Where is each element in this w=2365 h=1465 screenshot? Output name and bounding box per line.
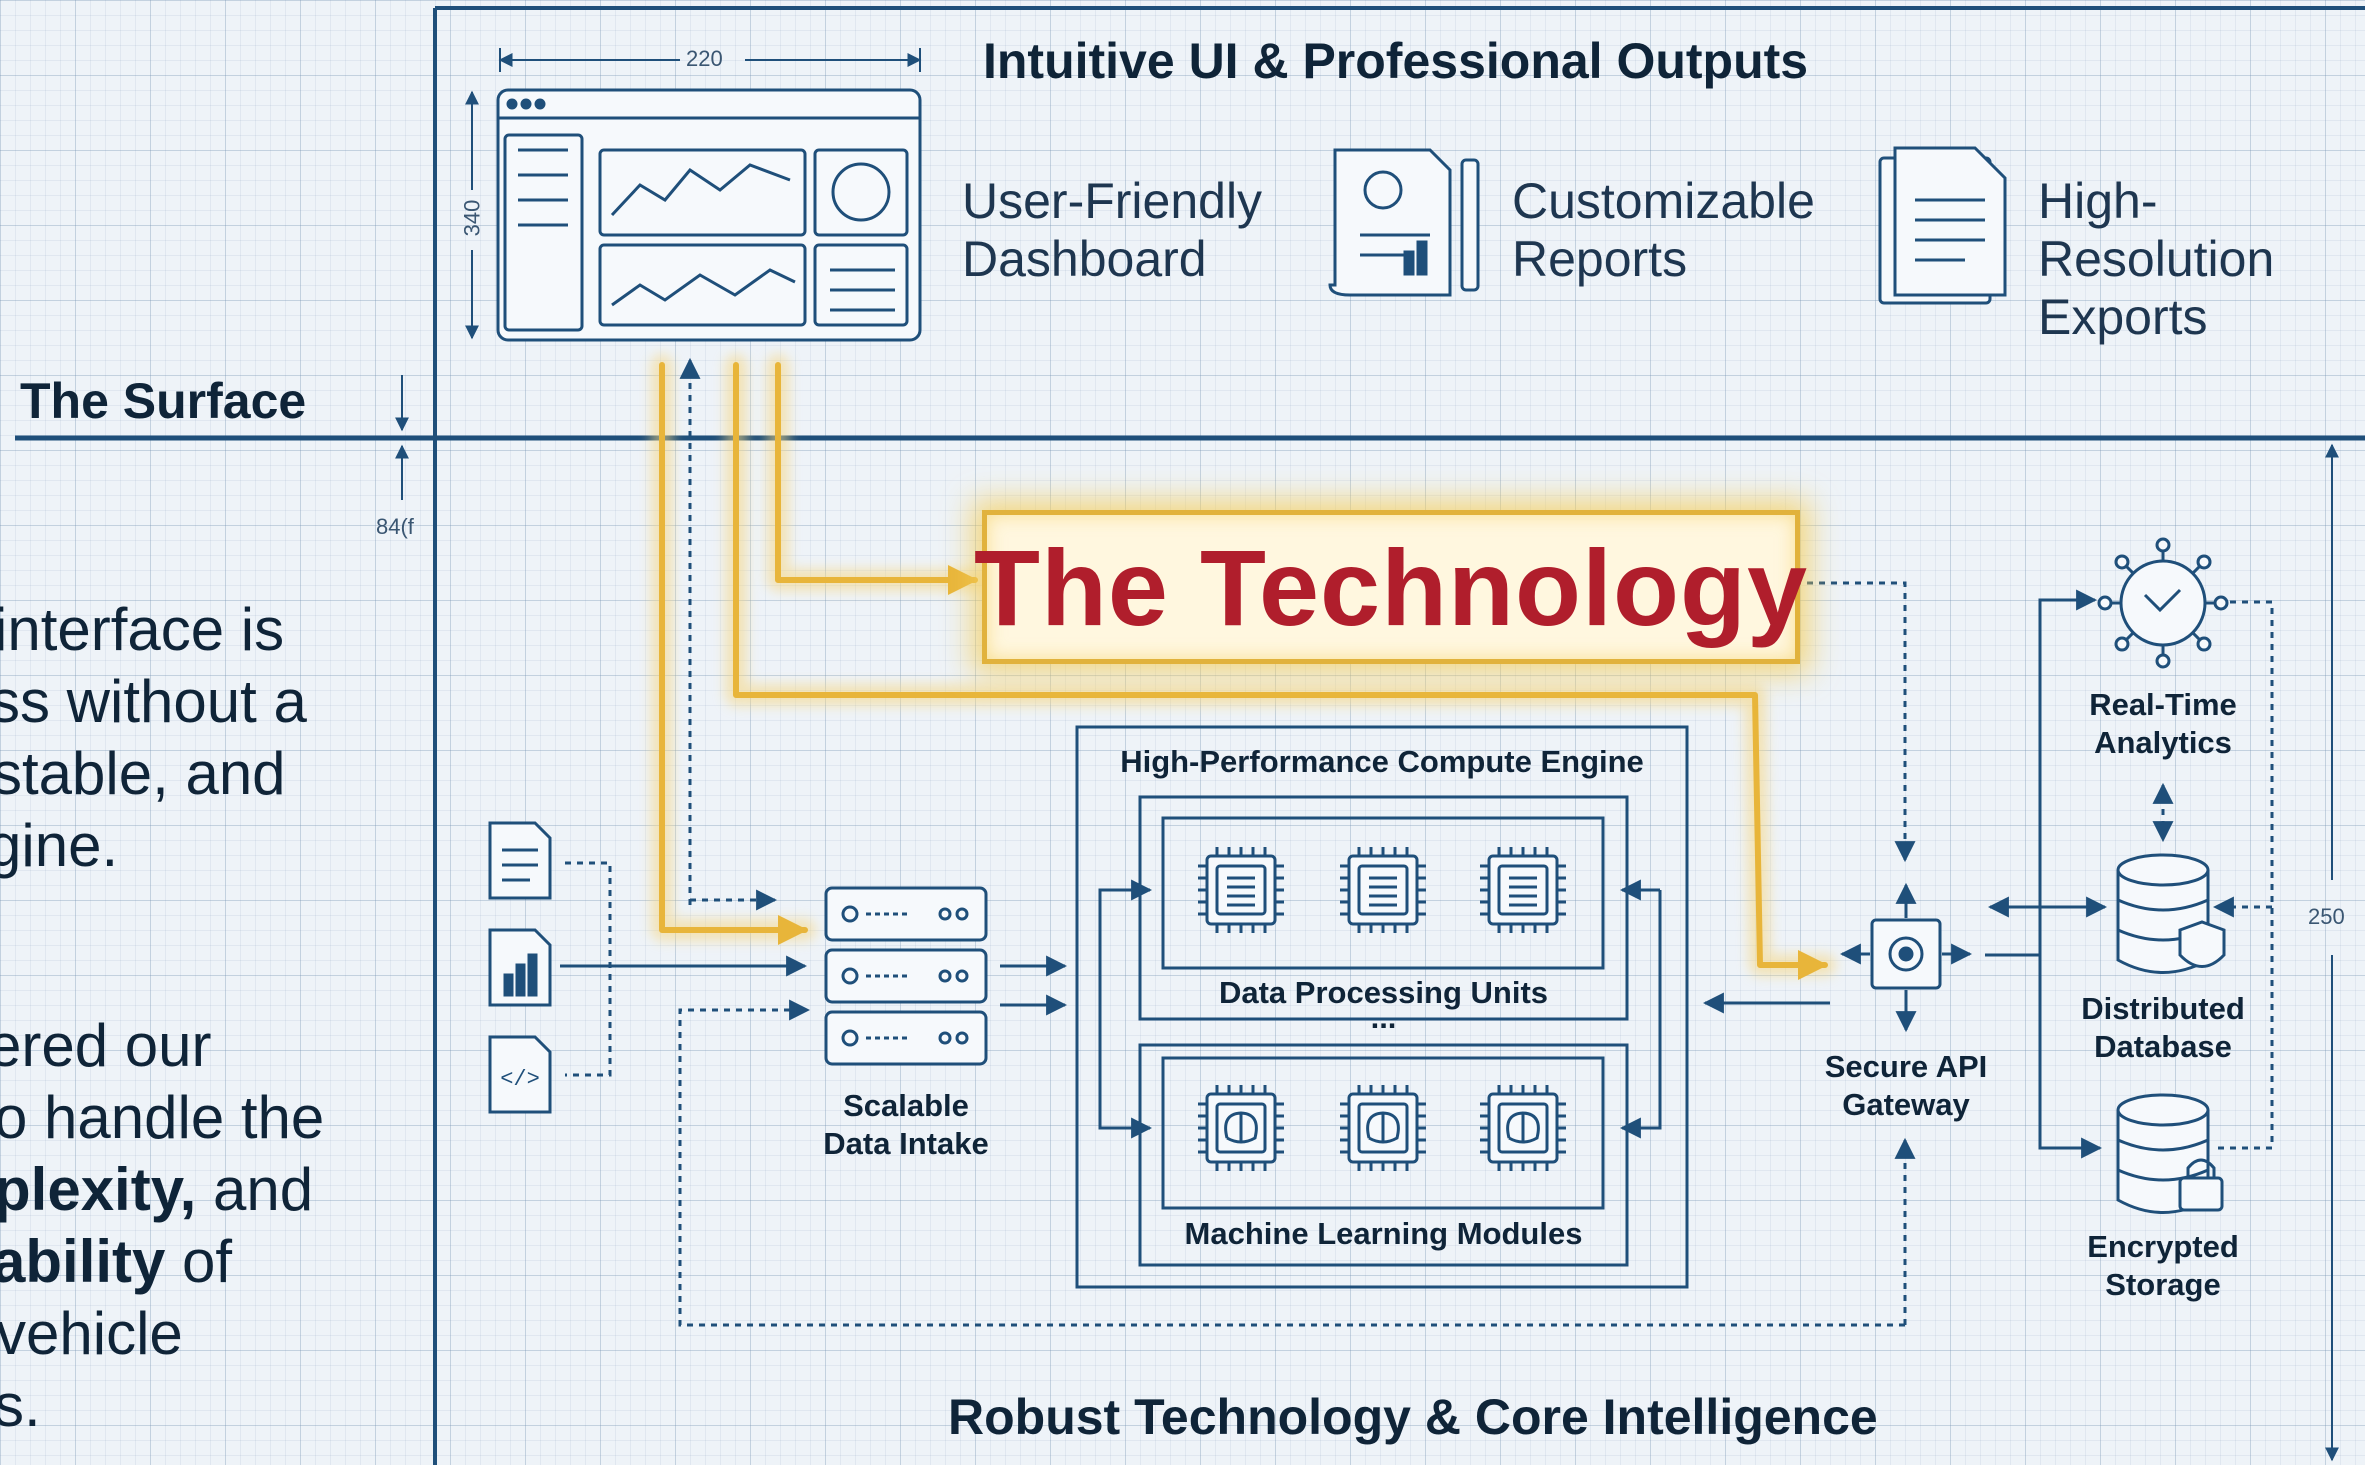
processing-chip-icon: [1340, 847, 1426, 933]
side-text-line: plexity, and: [0, 1154, 313, 1226]
api-gateway-label: Secure API Gateway: [1824, 1049, 1988, 1122]
highlight-connectors: [651, 354, 1836, 980]
dimension-right: 250: [2308, 904, 2345, 929]
network-node: [2097, 595, 2113, 611]
processing-chip-icon: [1480, 847, 1566, 933]
analytics-icon: [2097, 537, 2229, 669]
server-icon: [824, 886, 988, 1066]
network-node: [2213, 595, 2229, 611]
processing-chip-icon: [1198, 847, 1284, 933]
side-text-line: interface is: [0, 596, 285, 663]
database-label: Distributed Database: [2081, 991, 2245, 1064]
side-text-line: vehicle: [0, 1300, 183, 1367]
top-section-title: Intuitive UI & Professional Outputs: [983, 33, 1809, 89]
dimension-side: 340: [459, 199, 485, 237]
network-node: [2196, 636, 2212, 652]
dimension-gap: 84(f: [376, 514, 414, 539]
compute-engine-label: High-Performance Compute Engine: [1120, 744, 1644, 779]
compute-engine-frame: [1075, 725, 1689, 1289]
frame-lines: [15, 6, 2365, 1465]
storage-label: Encrypted Storage: [2087, 1229, 2239, 1302]
svg-text:</>: </>: [500, 1067, 540, 1092]
input-file-icons: </>: [488, 821, 552, 1114]
document-icon: [1878, 146, 2007, 305]
analytics-label: Real-Time Analytics: [2089, 687, 2237, 760]
technology-title: The Technology: [973, 526, 1809, 648]
network-node: [2196, 554, 2212, 570]
processing-units-label: Data Processing Units: [1218, 975, 1549, 1010]
side-text-line: ss without a: [0, 668, 307, 735]
side-text-line: s.: [0, 1372, 41, 1439]
output-dashboard-label: User-Friendly Dashboard: [962, 173, 1263, 287]
ml-chip-icon: [1198, 1085, 1284, 1171]
side-text-bold: plexity,: [0, 1156, 197, 1223]
database-icon: [2116, 853, 2226, 974]
network-node: [2114, 636, 2130, 652]
chip-icons: [1198, 847, 1566, 1171]
dimension-marks: [395, 48, 2339, 1462]
dashboard-icon: [496, 88, 922, 342]
side-text-rest: of: [165, 1228, 233, 1295]
gateway-icon: [1839, 882, 1973, 1033]
technology-banner: The Technology: [974, 510, 1807, 664]
bottom-section-title: Robust Technology & Core Intelligence: [948, 1389, 1878, 1445]
data-intake-label: Scalable Data Intake: [823, 1088, 989, 1161]
side-text-line: ered our: [0, 1012, 212, 1079]
side-text-rest: and: [196, 1156, 314, 1223]
output-reports-label: Customizable Reports: [1512, 173, 1815, 287]
side-text-line: ability of: [0, 1226, 232, 1298]
surface-label: The Surface: [20, 373, 307, 429]
network-node: [2155, 537, 2171, 553]
ml-chip-icon: [1340, 1085, 1426, 1171]
ellipsis-label: ...: [1370, 1000, 1397, 1035]
side-text-line: stable, and: [0, 740, 286, 807]
output-exports-label: High-Resolution Exports: [2038, 173, 2275, 345]
report-icon: [1328, 148, 1480, 297]
side-text-bold: ability: [0, 1228, 166, 1295]
storage-icon: [2116, 1093, 2224, 1214]
network-node: [2155, 653, 2171, 669]
side-text-line: gine.: [0, 812, 119, 879]
ml-chip-icon: [1480, 1085, 1566, 1171]
dotted-connectors: [565, 357, 2274, 1327]
solid-connectors: [560, 589, 2108, 1159]
ml-modules-label: Machine Learning Modules: [1184, 1216, 1583, 1251]
dimension-top: 220: [686, 46, 723, 71]
side-text-line: o handle the: [0, 1084, 325, 1151]
network-node: [2114, 554, 2130, 570]
